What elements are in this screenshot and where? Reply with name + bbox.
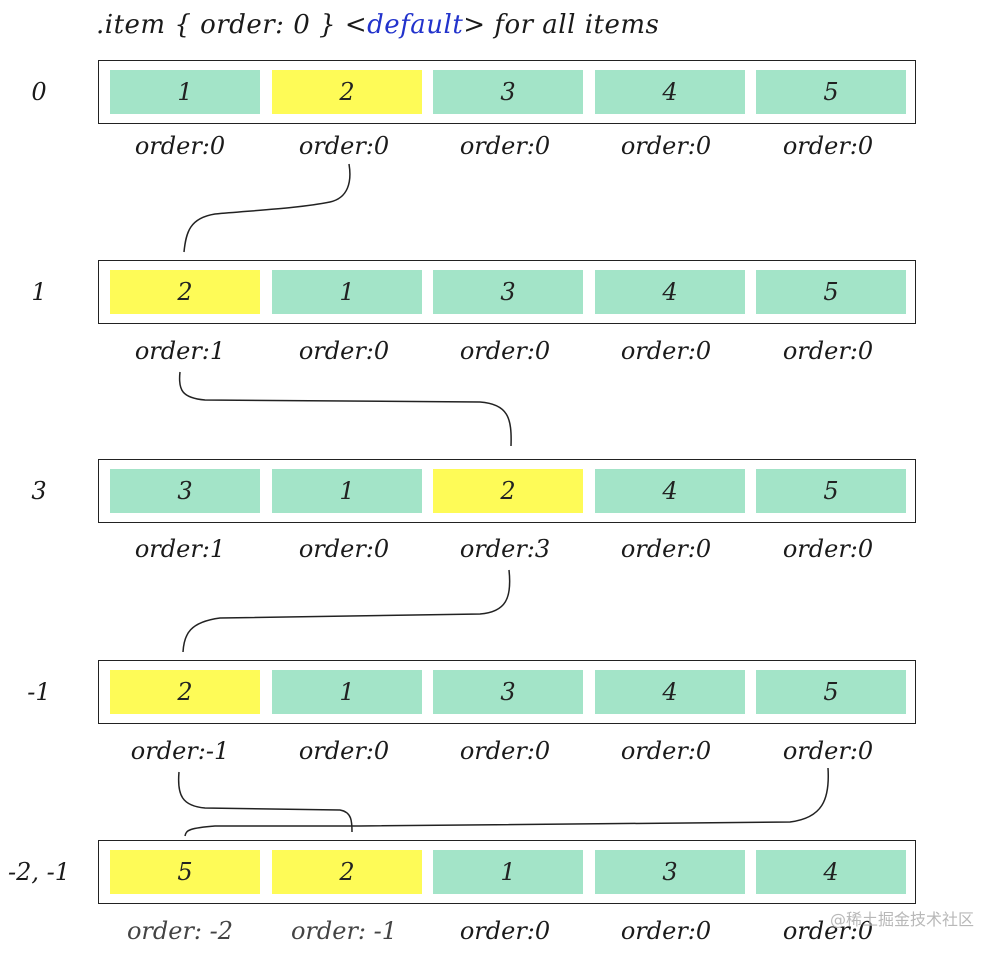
order-label: order:3 — [459, 535, 551, 563]
order-label: order:0 — [298, 737, 390, 765]
row-label: 1 — [31, 278, 47, 306]
row-label: 0 — [31, 78, 47, 106]
flex-item: 5 — [756, 469, 906, 513]
order-label: order:0 — [782, 337, 874, 365]
flex-item: 5 — [756, 270, 906, 314]
order-label: order:0 — [459, 917, 551, 945]
flex-item: 1 — [272, 670, 422, 714]
row-label: -2, -1 — [7, 858, 70, 886]
order-label: order:0 — [782, 132, 874, 160]
order-label: order:0 — [620, 535, 712, 563]
flex-item: 5 — [756, 70, 906, 114]
flex-item: 3 — [433, 70, 583, 114]
order-label: order:0 — [782, 917, 874, 945]
order-label: order:-1 — [130, 737, 230, 765]
flex-item: 2 — [433, 469, 583, 513]
order-label: order:0 — [298, 132, 390, 160]
flex-item: 4 — [595, 270, 745, 314]
connector-row0-to-row1 — [183, 163, 351, 253]
order-label: order:1 — [134, 337, 226, 365]
title-prefix: .item { order: 0 } < — [96, 10, 368, 40]
row-label: -1 — [27, 678, 51, 706]
order-label: order: -1 — [290, 917, 398, 945]
order-label: order: -2 — [126, 917, 234, 945]
flex-item: 4 — [756, 850, 906, 894]
flex-item: 2 — [110, 670, 260, 714]
flex-item: 4 — [595, 670, 745, 714]
order-label: order:0 — [459, 132, 551, 160]
order-label: order:1 — [134, 535, 226, 563]
title-keyword: default — [367, 10, 464, 40]
order-label: order:0 — [620, 737, 712, 765]
flex-item: 2 — [272, 70, 422, 114]
flex-item: 5 — [110, 850, 260, 894]
flex-item: 2 — [110, 270, 260, 314]
connector-row1-to-row2 — [178, 371, 512, 447]
order-label: order:0 — [459, 737, 551, 765]
flex-item: 3 — [595, 850, 745, 894]
watermark: @稀土掘金技术社区 — [829, 910, 974, 929]
flex-item: 1 — [272, 469, 422, 513]
flex-item: 4 — [595, 469, 745, 513]
order-label: order:0 — [620, 917, 712, 945]
flex-item: 5 — [756, 670, 906, 714]
flex-item: 3 — [433, 270, 583, 314]
connector-row3-col1-to-row4 — [177, 771, 353, 833]
flex-item: 3 — [110, 469, 260, 513]
flex-item: 3 — [433, 670, 583, 714]
flex-item: 2 — [272, 850, 422, 894]
connector-row3-col5-to-row4 — [184, 767, 830, 837]
flex-item: 4 — [595, 70, 745, 114]
order-label: order:0 — [620, 132, 712, 160]
order-label: order:0 — [459, 337, 551, 365]
row-label: 3 — [31, 477, 47, 505]
order-label: order:0 — [782, 737, 874, 765]
order-label: order:0 — [782, 535, 874, 563]
connector-row2-to-row3 — [182, 569, 511, 653]
order-label: order:0 — [620, 337, 712, 365]
diagram-title: .item { order: 0 } <default> for all ite… — [96, 10, 659, 40]
order-label: order:0 — [298, 337, 390, 365]
title-suffix: > for all items — [463, 10, 660, 40]
order-label: order:0 — [298, 535, 390, 563]
flex-item: 1 — [433, 850, 583, 894]
order-label: order:0 — [134, 132, 226, 160]
flex-item: 1 — [272, 270, 422, 314]
flex-item: 1 — [110, 70, 260, 114]
